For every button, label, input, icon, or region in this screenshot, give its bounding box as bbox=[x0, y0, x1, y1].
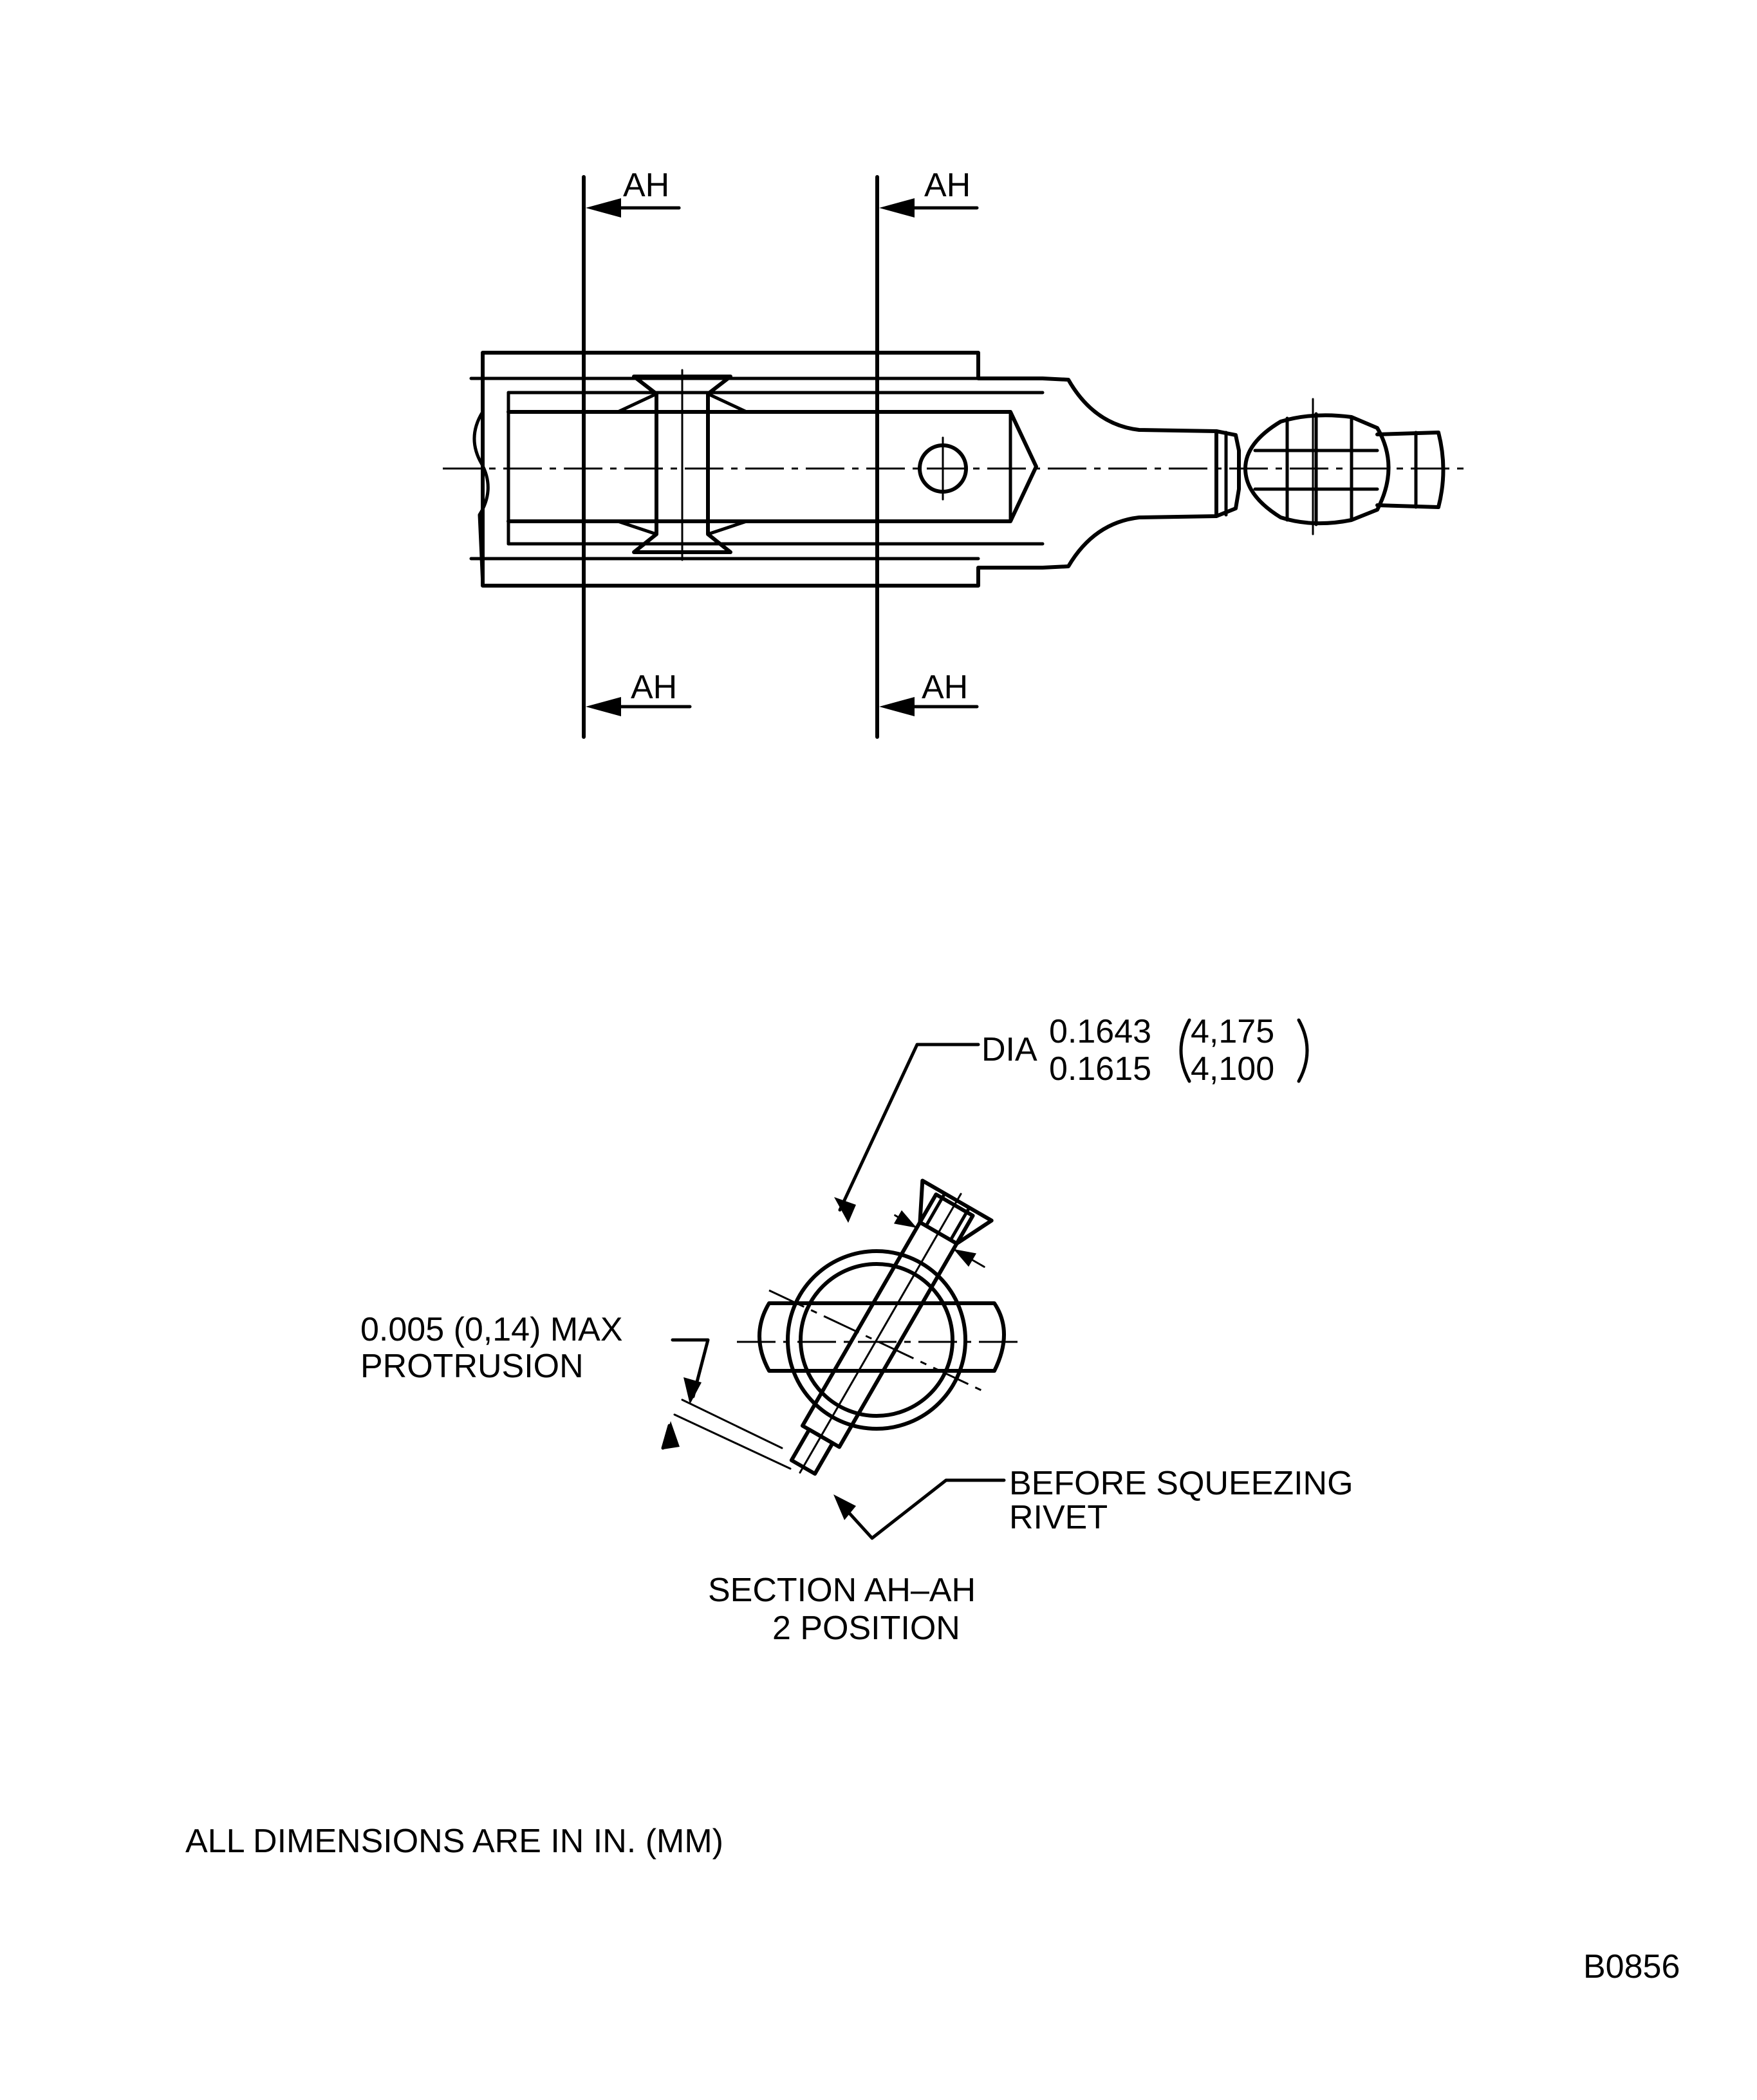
protrusion-arrow-top bbox=[683, 1377, 702, 1404]
section-arrowhead bbox=[879, 697, 915, 716]
shaft-neck bbox=[1214, 429, 1241, 518]
rivet-flare-top-right bbox=[706, 392, 748, 414]
rivet-axis bbox=[799, 1193, 962, 1474]
plan-view bbox=[443, 351, 1464, 588]
protrusion-leader bbox=[671, 1338, 710, 1398]
rivet-line2: RIVET bbox=[1009, 1499, 1108, 1536]
section-tongue bbox=[758, 1301, 1006, 1373]
section-centerline-diag bbox=[768, 1289, 989, 1395]
section-arrowhead bbox=[879, 198, 915, 218]
rivet-plan bbox=[632, 375, 732, 554]
section-title-line2: 2 POSITION bbox=[772, 1610, 960, 1647]
rivet-callout: BEFORE SQUEEZING RIVET bbox=[1009, 1465, 1353, 1536]
section-mark-label: AH bbox=[924, 167, 971, 204]
section-arrowhead bbox=[586, 697, 621, 716]
dia-lower-in: 0.1615 bbox=[1049, 1050, 1151, 1088]
section-arrowhead bbox=[586, 198, 621, 218]
protrusion-line2: PROTRUSION bbox=[360, 1348, 584, 1385]
dia-upper-mm: 4,175 bbox=[1191, 1013, 1274, 1050]
rivet-section bbox=[789, 1178, 994, 1476]
rivet-flare-bottom-left bbox=[616, 519, 658, 536]
dia-callout: DIA 0.1643 0.1615 4,175 4,100 bbox=[981, 1013, 1309, 1088]
figure-id: B0856 bbox=[1583, 1948, 1680, 1985]
rivet-head-line bbox=[924, 1191, 947, 1228]
dia-arrow-left bbox=[893, 1210, 917, 1228]
section-planes: AH AH AH AH bbox=[582, 167, 979, 739]
protrusion-ext-1 bbox=[681, 1398, 783, 1449]
protrusion-ext-2 bbox=[673, 1413, 792, 1470]
protrusion-tail bbox=[661, 1424, 671, 1450]
dia-upper-in: 0.1643 bbox=[1049, 1013, 1151, 1050]
protrusion-line1: 0.005 (0,14) MAX bbox=[360, 1311, 623, 1348]
protrusion-arrow-bottom bbox=[663, 1421, 680, 1449]
bushing-inner bbox=[799, 1262, 954, 1418]
rivet-leader-arrowhead bbox=[833, 1494, 856, 1520]
tongue-outline bbox=[507, 410, 1038, 523]
rivet-leader bbox=[838, 1478, 1006, 1540]
bushing-outer bbox=[786, 1249, 967, 1431]
section-mark-label: AH bbox=[922, 669, 968, 706]
rivet-head-line bbox=[949, 1205, 971, 1242]
dia-leader bbox=[838, 1043, 980, 1212]
rivet-flare-top-left bbox=[616, 392, 658, 414]
section-mark-label: AH bbox=[631, 669, 677, 706]
rivet-line1: BEFORE SQUEEZING bbox=[1009, 1465, 1353, 1502]
section-title-line1: SECTION AH–AH bbox=[708, 1572, 976, 1609]
section-mark-label: AH bbox=[623, 167, 669, 204]
units-note: ALL DIMENSIONS ARE IN IN. (MM) bbox=[185, 1823, 723, 1860]
dia-leader-arrowhead bbox=[834, 1197, 856, 1223]
dia-prefix: DIA bbox=[981, 1031, 1037, 1068]
dia-lower-mm: 4,100 bbox=[1191, 1050, 1274, 1088]
section-title: SECTION AH–AH 2 POSITION bbox=[708, 1572, 976, 1647]
break-line bbox=[472, 351, 490, 588]
dia-arrow-right bbox=[953, 1249, 977, 1267]
stub-end bbox=[1375, 431, 1446, 509]
dia-paren-right bbox=[1297, 1018, 1309, 1083]
section-view bbox=[661, 1043, 1023, 1540]
dia-paren-left bbox=[1179, 1018, 1191, 1083]
rivet-flare-bottom-right bbox=[706, 519, 748, 536]
protrusion-callout: 0.005 (0,14) MAX PROTRUSION bbox=[360, 1311, 623, 1385]
